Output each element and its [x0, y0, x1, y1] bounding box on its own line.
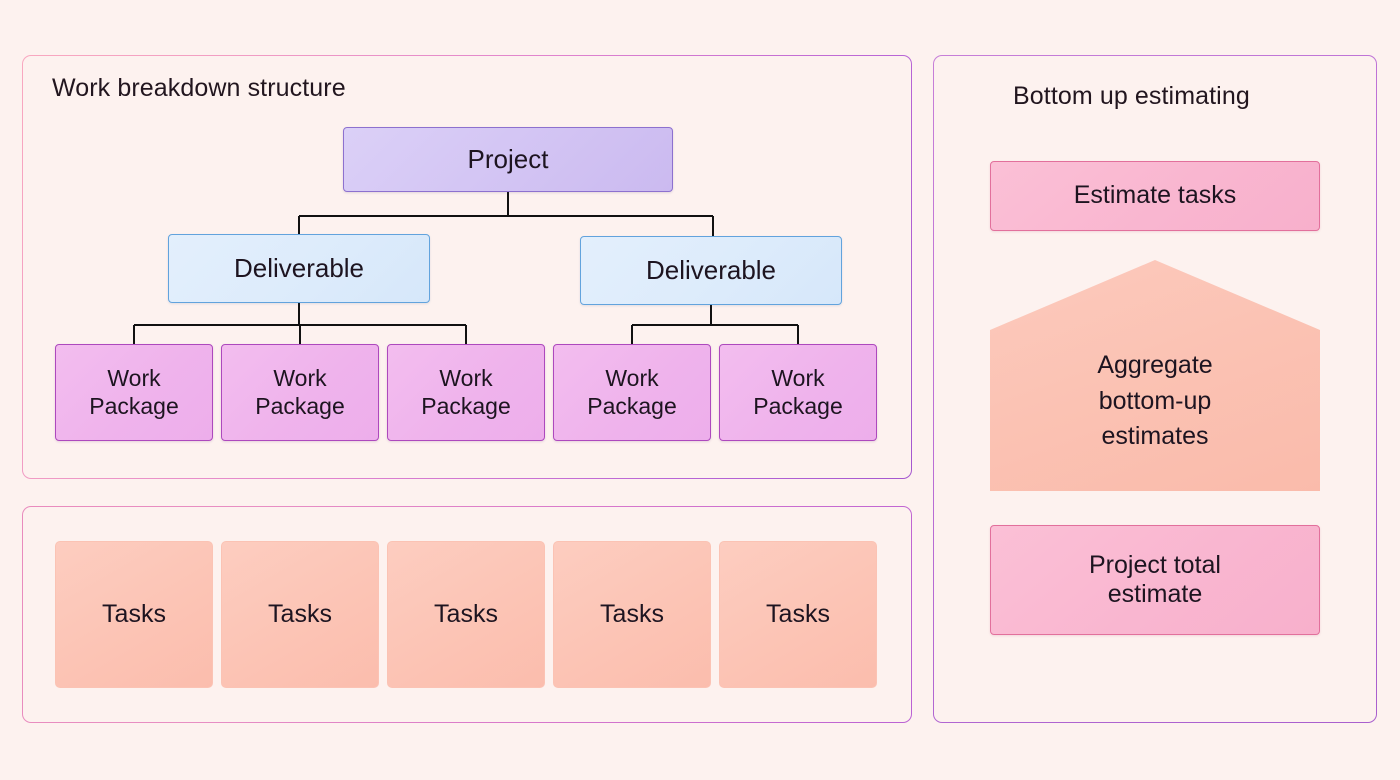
node-estimate-tasks[interactable]: Estimate tasks	[990, 161, 1320, 231]
node-work-package-1-label-line1: Work	[107, 365, 161, 392]
node-work-package-3-label-line1: Work	[439, 365, 493, 392]
node-work-package-5[interactable]: Work Package	[719, 344, 877, 441]
node-task-3-label: Tasks	[434, 599, 498, 628]
node-task-2-label: Tasks	[268, 599, 332, 628]
node-task-5[interactable]: Tasks	[719, 541, 877, 688]
node-project[interactable]: Project	[343, 127, 673, 192]
node-estimate-tasks-label: Estimate tasks	[1073, 181, 1237, 210]
node-deliverable-2-label: Deliverable	[645, 255, 777, 286]
node-work-package-2-label-line2: Package	[255, 392, 345, 419]
node-aggregate-label-line3: estimates	[1101, 422, 1209, 451]
node-deliverable-2[interactable]: Deliverable	[580, 236, 842, 305]
node-task-1-label: Tasks	[102, 599, 166, 628]
node-aggregate-label-line2: bottom-up	[1098, 386, 1212, 415]
node-deliverable-1-label: Deliverable	[233, 253, 365, 284]
node-work-package-2-label-line1: Work	[273, 365, 327, 392]
node-work-package-4[interactable]: Work Package	[553, 344, 711, 441]
node-project-label: Project	[467, 144, 549, 175]
node-aggregate-label-line1: Aggregate	[1097, 351, 1213, 380]
node-work-package-4-label-line2: Package	[587, 392, 677, 419]
node-task-4-label: Tasks	[600, 599, 664, 628]
node-work-package-5-label-line1: Work	[771, 365, 825, 392]
node-work-package-3-label-line2: Package	[421, 392, 511, 419]
node-work-package-3[interactable]: Work Package	[387, 344, 545, 441]
node-work-package-1-label-line2: Package	[89, 392, 179, 419]
node-work-package-5-label-line2: Package	[753, 392, 843, 419]
work-breakdown-structure-title: Work breakdown structure	[52, 74, 346, 102]
node-work-package-1[interactable]: Work Package	[55, 344, 213, 441]
node-task-1[interactable]: Tasks	[55, 541, 213, 688]
node-task-4[interactable]: Tasks	[553, 541, 711, 688]
node-project-total-estimate-label-line2: estimate	[1107, 580, 1203, 608]
node-project-total-estimate[interactable]: Project total estimate	[990, 525, 1320, 635]
node-task-3[interactable]: Tasks	[387, 541, 545, 688]
bottom-up-estimating-title: Bottom up estimating	[1013, 82, 1250, 110]
node-work-package-4-label-line1: Work	[605, 365, 659, 392]
node-deliverable-1[interactable]: Deliverable	[168, 234, 430, 303]
node-task-2[interactable]: Tasks	[221, 541, 379, 688]
node-task-5-label: Tasks	[766, 599, 830, 628]
node-work-package-2[interactable]: Work Package	[221, 344, 379, 441]
node-project-total-estimate-label-line1: Project total	[1088, 550, 1221, 579]
